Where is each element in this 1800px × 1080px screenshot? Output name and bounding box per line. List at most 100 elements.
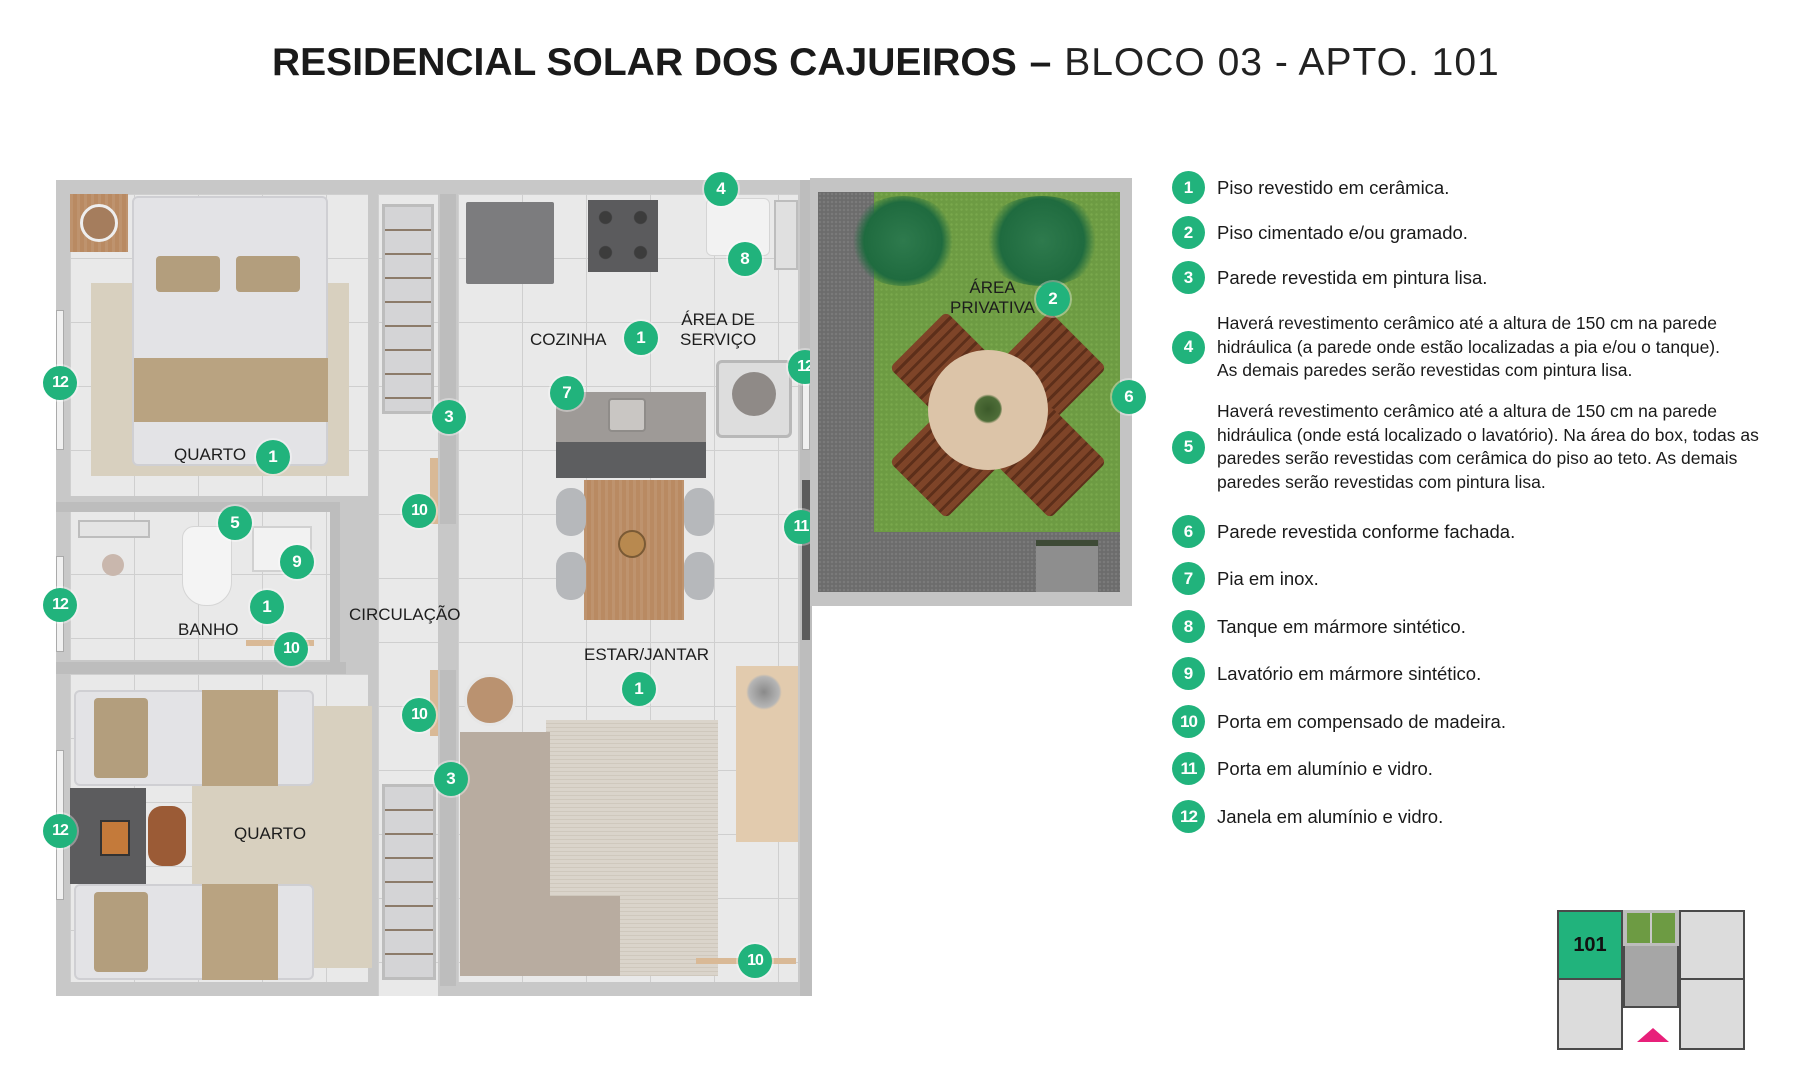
wall: [56, 662, 346, 674]
marker-badge: 10: [402, 494, 436, 528]
double-bed: [132, 196, 328, 466]
legend-badge: 9: [1172, 657, 1205, 690]
marker-badge: 4: [704, 172, 738, 206]
key-unit: [1679, 978, 1745, 1050]
legend-badge: 5: [1172, 430, 1205, 464]
marker-badge: 1: [624, 321, 658, 355]
key-unit: [1679, 910, 1745, 980]
wall: [440, 670, 456, 986]
floor-plan: QUARTO BANHO CIRCULAÇÃO QUARTO COZINHA Á…: [43, 172, 822, 996]
legend-item: 11 Porta em alumínio e vidro.: [1172, 752, 1433, 785]
marker-badge: 10: [738, 944, 772, 978]
legend-text: Parede revestida conforme fachada.: [1217, 521, 1516, 542]
title-project-name: RESIDENCIAL SOLAR DOS CAJUEIROS: [272, 41, 1017, 84]
legend-line: Haverá revestimento cerâmico até a altur…: [1217, 401, 1717, 421]
legend-text: Haverá revestimento cerâmico até a altur…: [1217, 312, 1720, 383]
title-separator: –: [1029, 41, 1052, 84]
room-label-area-servico: ÁREA DE SERVIÇO: [680, 310, 756, 350]
legend-item: 3 Parede revestida em pintura lisa.: [1172, 261, 1487, 294]
legend-line: paredes serão revestidas com cerâmica do…: [1217, 448, 1738, 468]
laptop-icon: [100, 820, 130, 856]
legend-text: Parede revestida em pintura lisa.: [1217, 267, 1488, 288]
pillow: [236, 256, 300, 292]
marker-badge: 3: [432, 400, 466, 434]
blanket: [134, 358, 328, 422]
marker-badge: 12: [43, 814, 77, 848]
dining-table: [584, 480, 684, 620]
legend-item: 7 Pia em inox.: [1172, 562, 1319, 595]
legend-text: Janela em alumínio e vidro.: [1217, 806, 1444, 827]
legend-line: hidráulica (onde está localizado o lavat…: [1217, 424, 1759, 445]
legend-item: 4 Haverá revestimento cerâmico até a alt…: [1172, 312, 1720, 383]
pillow: [156, 256, 220, 292]
door[interactable]: [430, 458, 438, 524]
marker-badge: 6: [1112, 380, 1146, 414]
marker-badge: 7: [550, 376, 584, 410]
grill: [1036, 540, 1098, 592]
legend-badge: 1: [1172, 171, 1205, 204]
legend-item: 5 Haverá revestimento cerâmico até a alt…: [1172, 400, 1759, 494]
legend-badge: 4: [1172, 330, 1205, 364]
key-unit: [1557, 978, 1623, 1050]
legend-badge: 10: [1172, 705, 1205, 738]
room-label-circulacao: CIRCULAÇÃO: [349, 605, 461, 624]
legend-badge: 3: [1172, 261, 1205, 294]
pillow: [94, 698, 148, 778]
legend-badge: 2: [1172, 216, 1205, 249]
marker-badge: 3: [434, 762, 468, 796]
blanket: [202, 690, 278, 786]
marker-badge: 2: [1036, 282, 1070, 316]
legend-item: 1 Piso revestido em cerâmica.: [1172, 171, 1449, 204]
door[interactable]: [430, 670, 438, 736]
room-label-estar-jantar: ESTAR/JANTAR: [584, 645, 709, 664]
refrigerator: [466, 202, 554, 284]
plant-icon: [980, 196, 1104, 286]
lamp-icon: [80, 204, 118, 242]
sink-icon: [608, 398, 646, 432]
title-unit: BLOCO 03 - APTO. 101: [1064, 41, 1500, 84]
legend-badge: 7: [1172, 562, 1205, 595]
legend-item: 8 Tanque em mármore sintético.: [1172, 610, 1466, 643]
legend-badge: 11: [1172, 752, 1205, 785]
room-label-quarto: QUARTO: [174, 445, 247, 464]
legend-item: 10 Porta em compensado de madeira.: [1172, 705, 1506, 738]
shower-drain-icon: [102, 554, 124, 576]
legend-item: 12 Janela em alumínio e vidro.: [1172, 800, 1443, 833]
legend-item: 9 Lavatório em mármore sintético.: [1172, 657, 1481, 690]
legend-text: Tanque em mármore sintético.: [1217, 616, 1466, 637]
key-plan: 101: [1557, 910, 1747, 1055]
marker-badge: 12: [43, 366, 77, 400]
legend-item: 2 Piso cimentado e/ou gramado.: [1172, 216, 1468, 249]
key-unit-101: 101: [1557, 910, 1623, 980]
toilet: [182, 526, 232, 606]
legend-badge: 12: [1172, 800, 1205, 833]
dining-chair: [684, 488, 714, 536]
label-line: ÁREA: [969, 278, 1016, 297]
legend-item: 6 Parede revestida conforme fachada.: [1172, 515, 1515, 548]
wall: [56, 502, 336, 512]
washer-drum-icon: [732, 372, 776, 416]
wall: [440, 194, 456, 524]
stove: [588, 200, 658, 272]
sliding-door[interactable]: [802, 480, 810, 640]
legend-line: As demais paredes serão revestidas com p…: [1217, 360, 1633, 380]
l-sofa-chaise: [460, 896, 620, 976]
legend-badge: 6: [1172, 515, 1205, 548]
dining-chair: [684, 552, 714, 600]
private-area: ÁREA PRIVATIVA 2 6: [810, 178, 1146, 606]
label-line: SERVIÇO: [680, 330, 757, 349]
marker-badge: 1: [256, 440, 290, 474]
label-line: PRIVATIVA: [950, 298, 1036, 317]
wardrobe: [382, 204, 434, 414]
room-label-area-privativa: ÁREA PRIVATIVA: [950, 278, 1035, 318]
legend-text: Pia em inox.: [1217, 568, 1319, 589]
marker-badge: 10: [402, 698, 436, 732]
key-lawn: [1627, 913, 1675, 943]
marker-badge: 9: [280, 545, 314, 579]
shower-box: [78, 520, 150, 538]
key-entrance-arrow-icon: [1637, 1028, 1669, 1042]
counter-top: [556, 442, 706, 478]
plant-icon: [746, 674, 782, 710]
marker-badge: 10: [274, 632, 308, 666]
marker-badge: 12: [43, 588, 77, 622]
